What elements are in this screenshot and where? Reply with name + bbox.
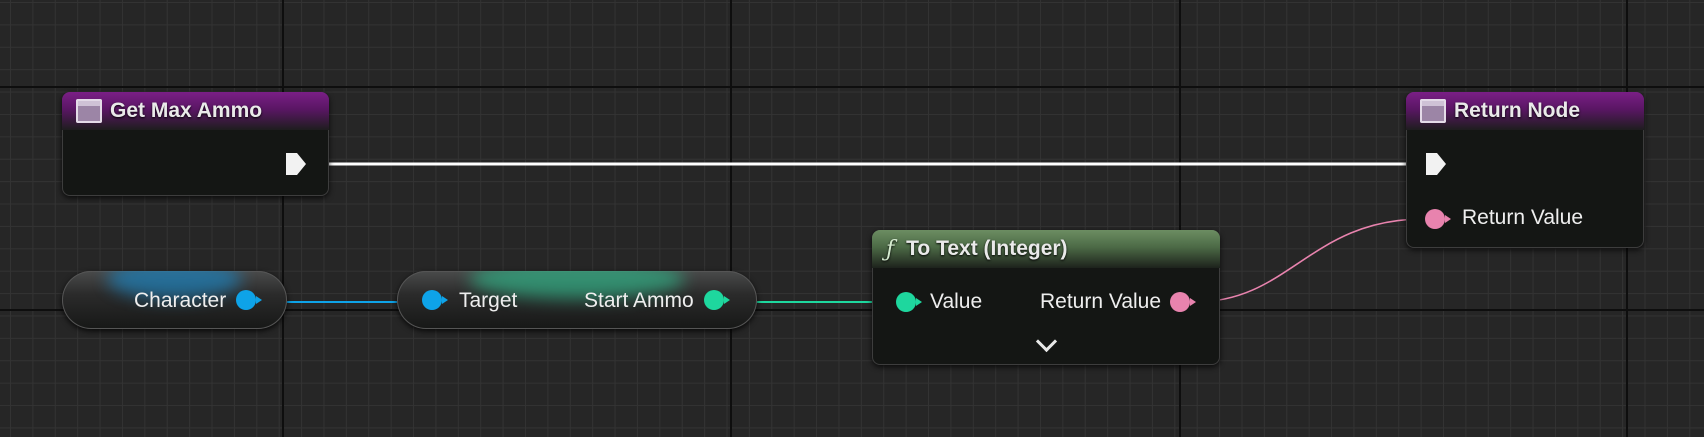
start-ammo-output-pin-icon[interactable] [704, 290, 730, 310]
start-ammo-label: Start Ammo [584, 289, 694, 312]
function-entry-icon [76, 99, 102, 123]
character-variable-node[interactable]: Character [62, 271, 287, 329]
return-value-wire[interactable] [1194, 218, 1425, 303]
return-value-label: Return Value [1462, 206, 1584, 229]
character-label: Character [134, 289, 227, 312]
target-input-pin-icon[interactable] [422, 290, 448, 310]
start-ammo-getter-node[interactable]: Target Start Ammo [397, 271, 757, 329]
function-icon: ƒ [886, 236, 895, 262]
target-label: Target [459, 289, 518, 312]
get-max-ammo-header[interactable]: Get Max Ammo [62, 92, 329, 130]
get-max-ammo-title: Get Max Ammo [110, 99, 263, 122]
character-output-pin-icon[interactable] [236, 290, 262, 310]
return-node-header[interactable]: Return Node [1406, 92, 1644, 130]
exec-output-pin-icon[interactable] [286, 153, 306, 175]
function-entry-icon [1420, 99, 1446, 123]
to-text-title: To Text (Integer) [906, 237, 1068, 260]
to-text-integer-node[interactable]: ƒ To Text (Integer) Value Return Value [872, 230, 1220, 365]
to-text-header[interactable]: ƒ To Text (Integer) [872, 230, 1220, 268]
return-value-input-pin-icon[interactable] [1425, 209, 1451, 229]
return-node[interactable]: Return Node Return Value [1406, 92, 1644, 248]
to-text-return-value-label: Return Value [1040, 290, 1162, 313]
return-node-title: Return Node [1454, 99, 1580, 122]
get-max-ammo-node[interactable]: Get Max Ammo [62, 92, 329, 196]
value-label: Value [930, 290, 983, 313]
exec-input-pin-icon[interactable] [1426, 153, 1446, 175]
value-input-pin-icon[interactable] [896, 292, 922, 312]
to-text-return-value-output-pin-icon[interactable] [1170, 292, 1196, 312]
chevron-down-icon[interactable] [1035, 330, 1058, 353]
